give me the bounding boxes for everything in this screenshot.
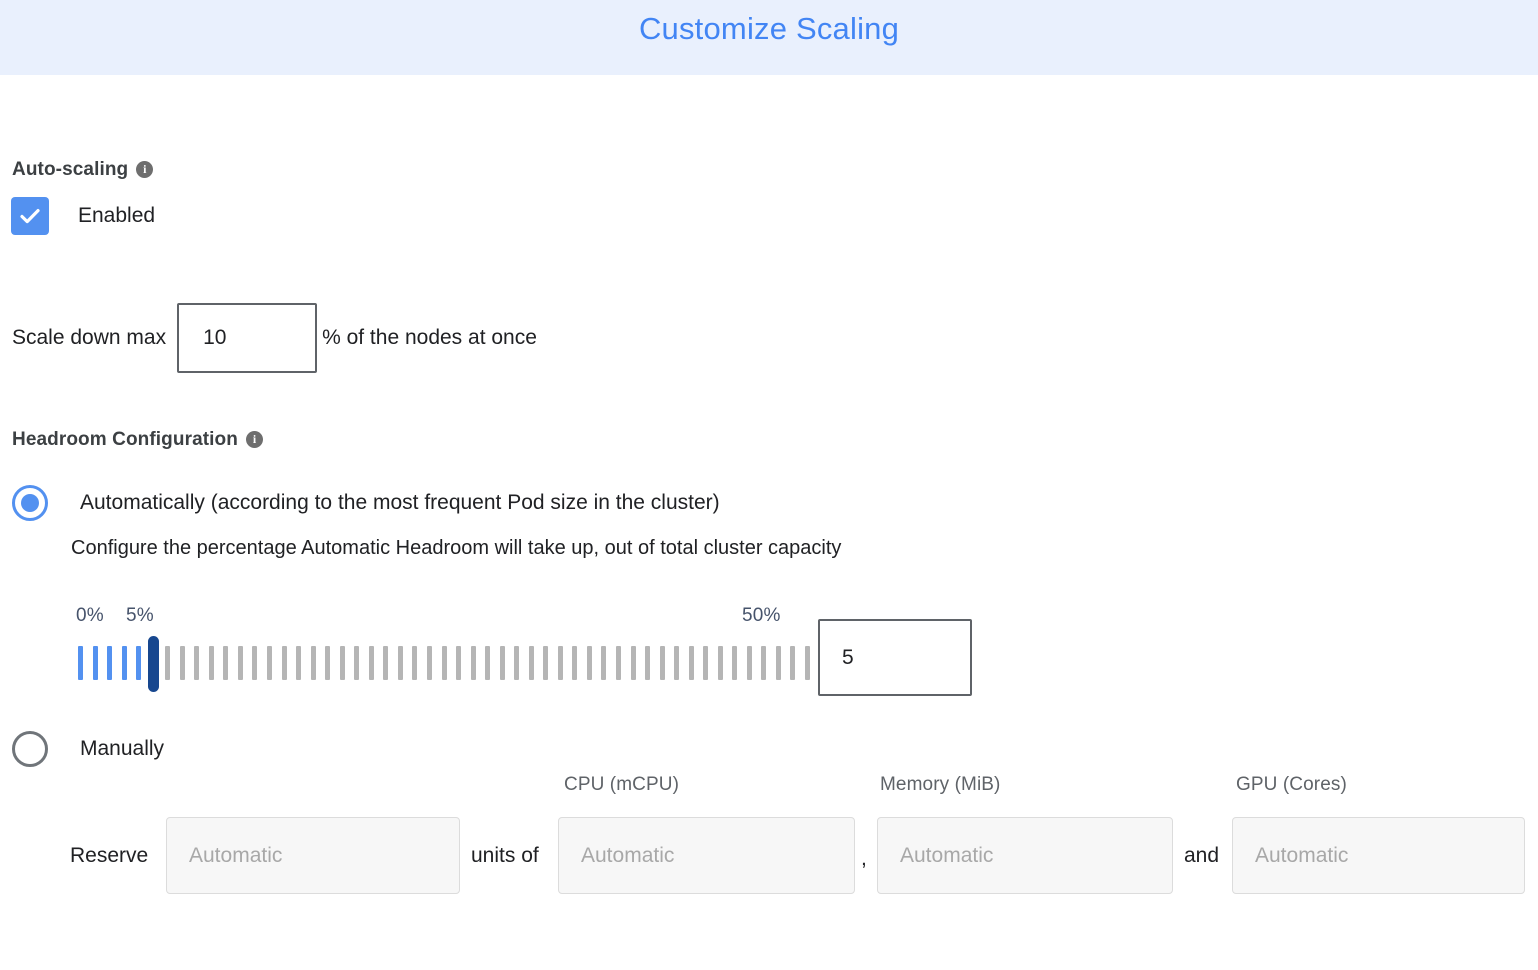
slider-thumb[interactable]	[147, 636, 159, 692]
slider-tick[interactable]	[732, 646, 738, 680]
slider-current-label: 5%	[126, 605, 154, 626]
info-icon[interactable]: i	[245, 430, 263, 448]
slider-tick[interactable]	[339, 646, 345, 680]
scale-down-max-suffix: % of the nodes at once	[322, 326, 537, 349]
slider-tick[interactable]	[179, 646, 185, 680]
slider-tick[interactable]	[426, 646, 432, 680]
slider-tick[interactable]	[223, 646, 229, 680]
slider-tick[interactable]	[136, 646, 142, 680]
column-label-memory: Memory (MiB)	[880, 774, 1001, 795]
radio-manually[interactable]	[12, 731, 48, 767]
slider-tick[interactable]	[107, 646, 113, 680]
slider-tick[interactable]	[78, 646, 83, 680]
comma-separator: ,	[861, 847, 867, 870]
slider-tick[interactable]	[252, 646, 258, 680]
slider-tick[interactable]	[674, 646, 680, 680]
scale-down-max-row: Scale down max % of the nodes at once	[12, 303, 537, 373]
units-of-label: units of	[471, 844, 539, 867]
auto-scaling-label: Auto-scaling	[12, 159, 129, 180]
slider-tick[interactable]	[281, 646, 287, 680]
slider-tick[interactable]	[296, 646, 302, 680]
slider-tick[interactable]	[267, 646, 273, 680]
slider-tick[interactable]	[368, 646, 374, 680]
slider-tick[interactable]	[746, 646, 752, 680]
slider-tick[interactable]	[441, 646, 447, 680]
slider-tick[interactable]	[615, 646, 621, 680]
slider-tick[interactable]	[688, 646, 694, 680]
scale-down-max-label: Scale down max	[12, 326, 167, 349]
slider-tick[interactable]	[310, 646, 316, 680]
slider-min-label: 0%	[76, 605, 104, 626]
slider-tick[interactable]	[208, 646, 214, 680]
slider-tick[interactable]	[514, 646, 520, 680]
info-icon[interactable]: i	[136, 160, 154, 178]
reserve-row: Reserve units of , and	[0, 817, 1538, 897]
headroom-automatic-option[interactable]: Automatically (according to the most fre…	[12, 485, 720, 521]
slider-tick[interactable]	[659, 646, 665, 680]
dialog-body: Auto-scaling i Enabled Scale down max % …	[0, 75, 1538, 970]
column-label-gpu: GPU (Cores)	[1236, 774, 1347, 795]
auto-scaling-section-header: Auto-scaling i	[12, 159, 154, 181]
reserve-cpu-input[interactable]	[558, 817, 855, 894]
slider-tick[interactable]	[645, 646, 651, 680]
headroom-section-header: Headroom Configuration i	[12, 429, 263, 451]
slider-tick[interactable]	[790, 646, 796, 680]
slider-max-label: 50%	[742, 605, 781, 626]
headroom-automatic-description: Configure the percentage Automatic Headr…	[71, 537, 842, 559]
slider-tick[interactable]	[717, 646, 723, 680]
slider-tick[interactable]	[165, 646, 171, 680]
column-label-cpu: CPU (mCPU)	[564, 774, 679, 795]
dialog-header: Customize Scaling	[0, 0, 1538, 75]
radio-automatic-label: Automatically (according to the most fre…	[80, 491, 720, 514]
slider-tick[interactable]	[325, 646, 331, 680]
headroom-manual-option[interactable]: Manually	[12, 731, 164, 767]
page-title: Customize Scaling	[638, 11, 900, 46]
enabled-checkbox-label: Enabled	[78, 204, 156, 227]
headroom-configuration-label: Headroom Configuration	[12, 429, 238, 450]
slider-tick[interactable]	[499, 646, 505, 680]
and-label: and	[1184, 844, 1220, 867]
slider-tick[interactable]	[456, 646, 462, 680]
radio-dot	[21, 494, 39, 512]
auto-scaling-enabled-row[interactable]: Enabled	[11, 197, 155, 235]
headroom-value-input[interactable]	[818, 619, 972, 696]
slider-tick[interactable]	[572, 646, 578, 680]
slider-tick[interactable]	[601, 646, 607, 680]
slider-tick[interactable]	[586, 646, 592, 680]
slider-tick[interactable]	[92, 646, 98, 680]
slider-tick[interactable]	[383, 646, 389, 680]
slider-tick[interactable]	[485, 646, 491, 680]
slider-tick[interactable]	[557, 646, 563, 680]
slider-tick[interactable]	[354, 646, 360, 680]
slider-tick[interactable]	[194, 646, 200, 680]
radio-automatic[interactable]	[12, 485, 48, 521]
slider-tick[interactable]	[703, 646, 709, 680]
check-icon	[20, 209, 40, 224]
scale-down-max-input[interactable]	[177, 303, 318, 373]
slider-tick[interactable]	[761, 646, 767, 680]
reserve-units-input[interactable]	[166, 817, 460, 894]
slider-tick[interactable]	[528, 646, 534, 680]
slider-tick[interactable]	[397, 646, 403, 680]
slider-tick[interactable]	[543, 646, 549, 680]
slider-tick[interactable]	[121, 646, 127, 680]
radio-manually-label: Manually	[80, 737, 165, 760]
slider-tick[interactable]	[775, 646, 781, 680]
slider-scale-labels: 0% 5% 50%	[0, 605, 1538, 633]
slider-tick[interactable]	[470, 646, 476, 680]
slider-tick[interactable]	[805, 646, 810, 680]
reserve-memory-input[interactable]	[877, 817, 1173, 894]
slider-tick[interactable]	[237, 646, 243, 680]
headroom-slider-group: 0% 5% 50%	[0, 605, 1538, 715]
reserve-label: Reserve	[70, 844, 149, 867]
enabled-checkbox[interactable]	[11, 197, 49, 235]
slider-tick[interactable]	[630, 646, 636, 680]
reserve-gpu-input[interactable]	[1232, 817, 1525, 894]
slider-tick[interactable]	[412, 646, 418, 680]
